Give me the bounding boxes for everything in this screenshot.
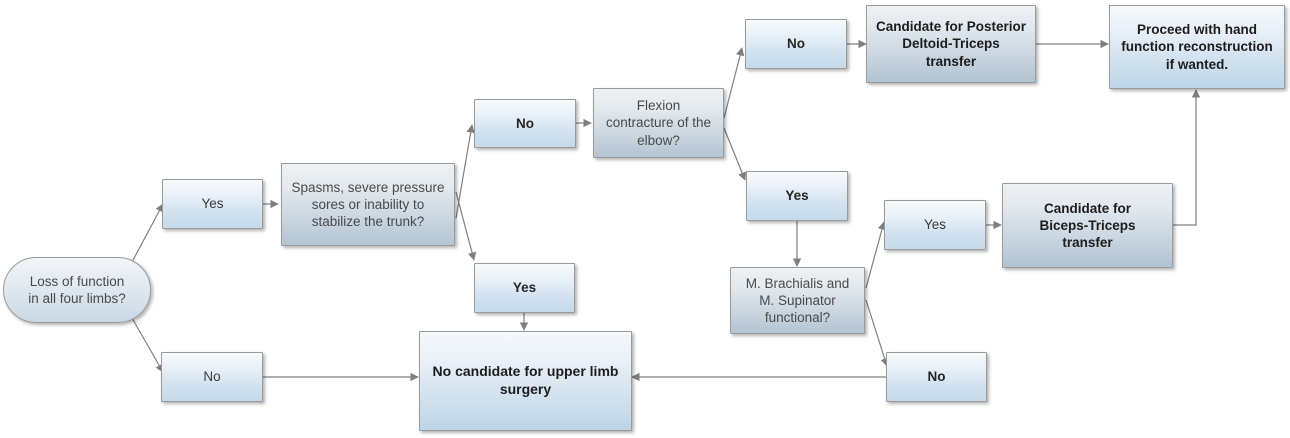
node-no-lower-left[interactable]: No bbox=[161, 352, 263, 402]
edge-flexion-to-no3 bbox=[723, 47, 745, 119]
node-yes-spasms[interactable]: Yes bbox=[474, 263, 575, 313]
edge-spasms-to-no2 bbox=[455, 124, 475, 219]
node-label: Yes bbox=[785, 188, 809, 204]
node-no-spasms[interactable]: No bbox=[474, 99, 576, 148]
edge-start-to-yes1 bbox=[131, 203, 164, 263]
node-label: No bbox=[203, 369, 221, 385]
node-yes-flexion[interactable]: Yes bbox=[746, 171, 848, 221]
node-label: No bbox=[927, 369, 946, 385]
edge-biceps-to-proceed bbox=[1173, 89, 1201, 226]
edge-muscles-to-yes4 bbox=[865, 221, 887, 289]
edge-start-to-no1 bbox=[131, 317, 164, 373]
node-yes-upper-left[interactable]: Yes bbox=[162, 179, 263, 229]
node-label: No bbox=[516, 115, 534, 131]
node-label: Yes bbox=[512, 280, 537, 296]
node-label: No bbox=[787, 36, 805, 52]
edge-flexion-to-yes3 bbox=[723, 127, 747, 181]
edge-muscles-to-no4 bbox=[865, 299, 889, 367]
node-yes-muscles[interactable]: Yes bbox=[884, 200, 986, 250]
node-no-flexion[interactable]: No bbox=[745, 19, 847, 69]
node-label: Yes bbox=[923, 217, 947, 233]
node-label: Yes bbox=[201, 196, 224, 212]
node-no-muscles[interactable]: No bbox=[886, 352, 987, 402]
edge-spasms-to-yes2 bbox=[455, 191, 477, 261]
